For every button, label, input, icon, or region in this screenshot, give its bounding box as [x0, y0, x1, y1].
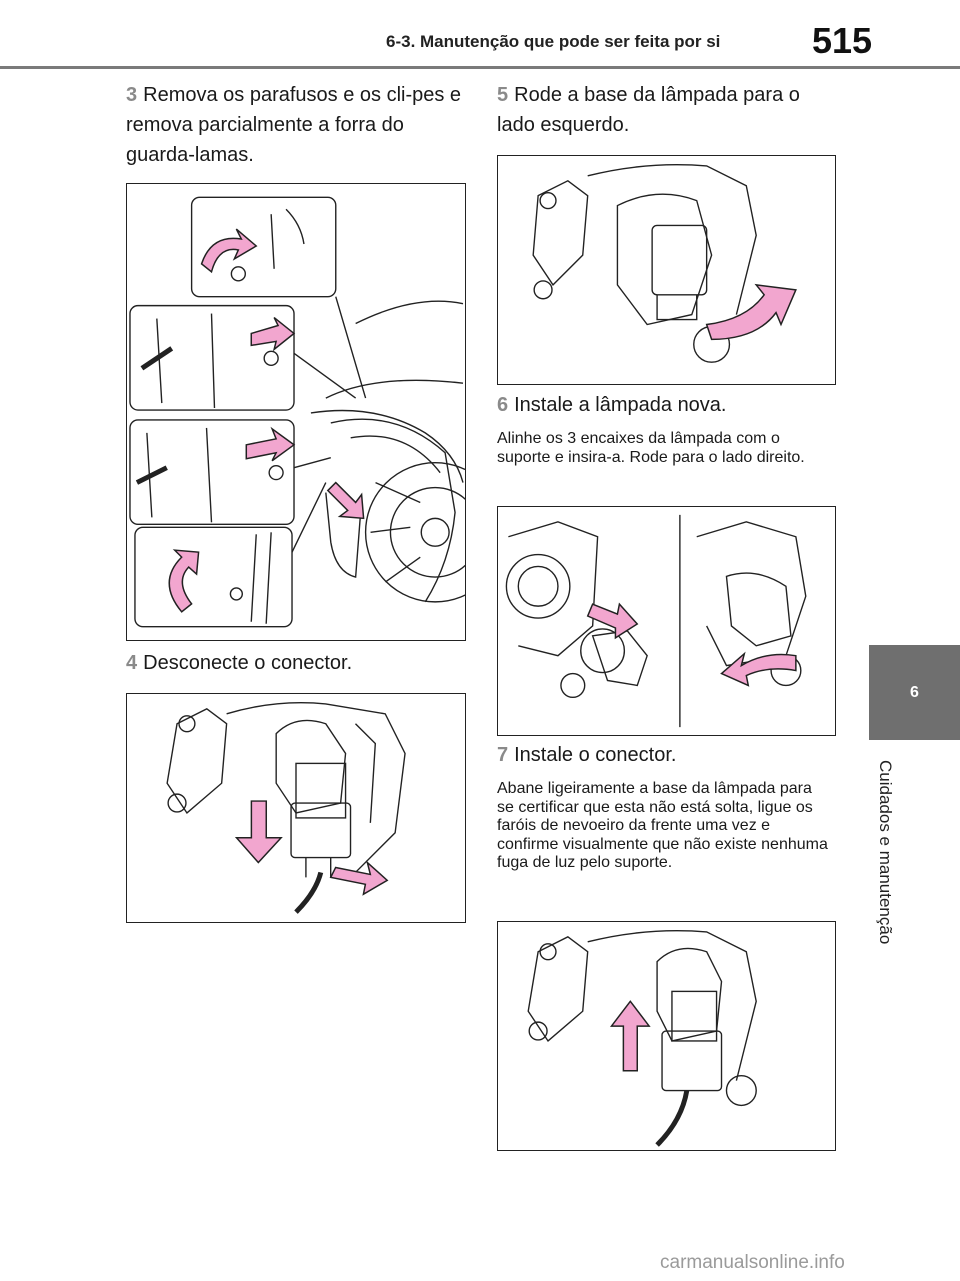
chapter-tab[interactable]: 6: [869, 645, 960, 740]
figure-rotate-bulb-left: [497, 155, 836, 385]
page-number: 515: [812, 20, 873, 61]
step-text: Desconecte o conector.: [143, 652, 353, 674]
figure-install-bulb: [497, 506, 836, 736]
step-number: 7: [497, 744, 509, 766]
figure-install-connector: [497, 921, 836, 1151]
step-6-note: Alinhe os 3 encaixes da lâmpada com o su…: [497, 430, 805, 466]
section-title: 6-3. Manutenção que pode ser feita por s…: [386, 32, 721, 51]
step-text: Rode a base da lâmpada para o lado esque…: [497, 84, 800, 136]
watermark: carmanualsonline.info: [660, 1252, 845, 1273]
header-rule: [0, 66, 960, 69]
figure-fender-liner: [126, 183, 466, 641]
chapter-label: Cuidados e manutenção: [876, 760, 895, 945]
step-number: 4: [126, 652, 138, 674]
chapter-number: 6: [910, 683, 919, 701]
step-number: 5: [497, 84, 509, 106]
step-text: Instale a lâmpada nova.: [514, 394, 727, 416]
step-text: Instale o conector.: [514, 744, 677, 766]
step-7-note: Abane ligeiramente a base da lâmpada par…: [497, 780, 828, 871]
step-number: 6: [497, 394, 509, 416]
step-number: 3: [126, 84, 138, 106]
figure-disconnect-connector: [126, 693, 466, 923]
step-text: Remova os parafusos e os cli-pes e remov…: [126, 84, 462, 166]
